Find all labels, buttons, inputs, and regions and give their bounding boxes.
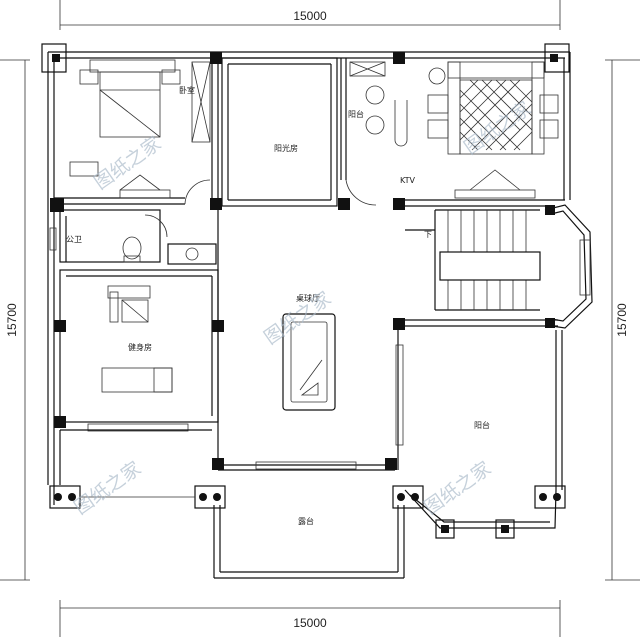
staircase bbox=[405, 204, 593, 329]
balcony-top bbox=[340, 58, 408, 206]
label-toilet: 公卫 bbox=[66, 235, 82, 244]
label-ktv: KTV bbox=[400, 176, 416, 185]
balustrade-posts bbox=[49, 485, 566, 509]
dimension-top: 15000 bbox=[293, 9, 327, 23]
watermark-1: 图纸之家 bbox=[90, 132, 165, 194]
bedroom bbox=[54, 58, 219, 205]
terrace-right bbox=[404, 489, 557, 539]
label-billiards: 桌球厅 bbox=[296, 293, 320, 303]
watermark-5: 图纸之家 bbox=[420, 457, 495, 519]
corner-pilasters bbox=[41, 43, 570, 73]
label-terrace-right: 阳台 bbox=[474, 420, 490, 430]
sunroom bbox=[221, 57, 338, 207]
dimension-left: 15700 bbox=[5, 303, 19, 337]
dimension-bottom: 15000 bbox=[293, 616, 327, 630]
terrace-bottom bbox=[53, 429, 405, 579]
label-bedroom: 卧室 bbox=[179, 85, 195, 95]
label-balcony-top: 阳台 bbox=[348, 109, 364, 119]
watermarks: 图纸之家 图纸之家 图纸之家 图纸之家 图纸之家 bbox=[70, 97, 535, 519]
label-terrace-bottom: 露台 bbox=[298, 516, 314, 526]
toilet bbox=[49, 209, 217, 265]
watermark-4: 图纸之家 bbox=[70, 457, 145, 519]
billiard-hall bbox=[217, 210, 558, 471]
dimension-right: 15700 bbox=[615, 303, 629, 337]
label-sunroom: 阳光房 bbox=[274, 143, 298, 153]
label-gym: 健身房 bbox=[128, 342, 152, 352]
ktv-room bbox=[405, 61, 565, 207]
label-stair-down: 下 bbox=[424, 230, 432, 239]
